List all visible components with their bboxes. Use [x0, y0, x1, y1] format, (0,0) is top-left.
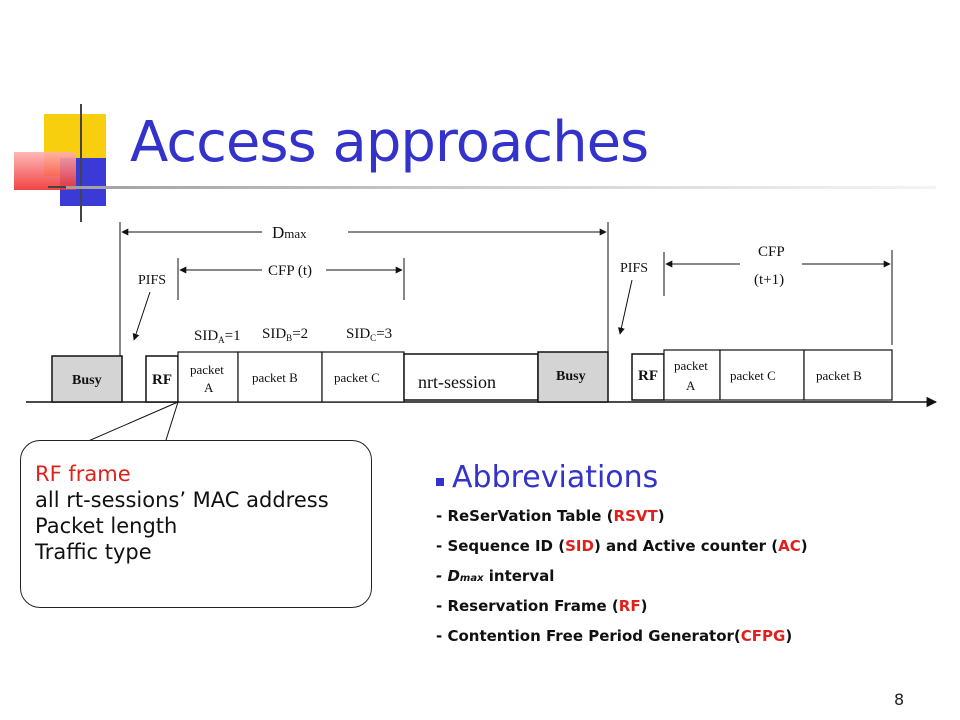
abbreviations-section: Abbreviations - ReSerVation Table (RSVT)…	[436, 460, 808, 651]
callout-line-rf-frame: RF frame	[35, 462, 131, 486]
abbr-row-cfpg: - Contention Free Period Generator(CFPG)	[436, 627, 793, 645]
callout-text: RF frame all rt-sessions’ MAC address Pa…	[35, 461, 329, 565]
busy-label-2: Busy	[556, 369, 586, 384]
corner-decoration	[0, 96, 140, 226]
callout-line-traffic: Traffic type	[35, 540, 152, 564]
packet-c-block-2	[719, 349, 805, 401]
callout-pointer-right	[165, 401, 179, 440]
page-title: Access approaches	[130, 110, 649, 175]
packet-b-label-2: packet B	[816, 368, 862, 383]
rf-label-1: RF	[152, 372, 172, 388]
abbr-row-sid: - Sequence ID (SID) and Active counter (…	[436, 537, 808, 555]
nrt-session-block	[403, 353, 539, 401]
rf-frame-callout: RF frame all rt-sessions’ MAC address Pa…	[20, 440, 372, 608]
deco-vertical-line	[80, 104, 82, 222]
pifs-label-2: PIFS	[620, 261, 648, 276]
packet-b-label-1: packet B	[252, 370, 298, 385]
packet-a-block-1	[177, 351, 239, 403]
packet-a-block-2	[663, 349, 721, 401]
abbreviations-heading: Abbreviations	[436, 460, 808, 495]
title-divider	[66, 186, 936, 189]
abbreviations-list: - ReSerVation Table (RSVT) - Sequence ID…	[436, 501, 808, 651]
sid-b-label: SIDB=2	[262, 326, 308, 343]
sid-c-label: SIDC=3	[346, 326, 392, 343]
busy-block-1	[51, 355, 123, 403]
cfp-t1-label-1: CFP	[758, 244, 785, 260]
callout-line-length: Packet length	[35, 514, 178, 538]
cfp-t-label: CFP (t)	[268, 263, 312, 279]
busy-label-1: Busy	[72, 373, 102, 388]
cfp-t1-label-2: (t+1)	[754, 272, 784, 288]
packet-a-label-4: A	[686, 378, 696, 393]
callout-line-mac: all rt-sessions’ MAC address	[35, 488, 329, 512]
packet-b-block-2	[803, 349, 893, 401]
packet-a-label-1: packet	[190, 362, 224, 377]
callout-pointer-left	[89, 401, 179, 440]
timing-diagram: Dmax CFP (t) CFP (t+1) PIFS PIFS SIDA=1 …	[26, 222, 938, 440]
cfp-t-span: CFP (t)	[177, 258, 405, 300]
busy-block-2	[537, 351, 609, 403]
deco-red-square	[14, 152, 76, 190]
abbr-row-rf: - Reservation Frame (RF)	[436, 597, 648, 615]
abbr-row-rsvt: - ReSerVation Table (RSVT)	[436, 507, 665, 525]
dmax-label: Dmax	[272, 223, 307, 242]
pifs-label-1: PIFS	[138, 273, 166, 288]
page-number: 8	[894, 690, 905, 709]
packet-c-label-2: packet C	[730, 368, 776, 383]
dmax-span: Dmax	[119, 222, 609, 360]
rf-block-1	[145, 355, 179, 403]
packet-c-label-1: packet C	[334, 370, 380, 385]
packet-a-label-3: packet	[674, 358, 708, 373]
rf-label-2: RF	[638, 368, 658, 384]
packet-a-label-2: A	[204, 380, 214, 395]
nrt-session-label: nrt-session	[418, 372, 496, 392]
packet-c-block-1	[321, 351, 405, 403]
bullet-icon	[436, 478, 444, 486]
abbr-row-dmax: - Dmax interval	[436, 567, 555, 585]
sid-a-label: SIDA=1	[194, 328, 241, 345]
cfp-t1-span: CFP (t+1)	[663, 244, 893, 345]
